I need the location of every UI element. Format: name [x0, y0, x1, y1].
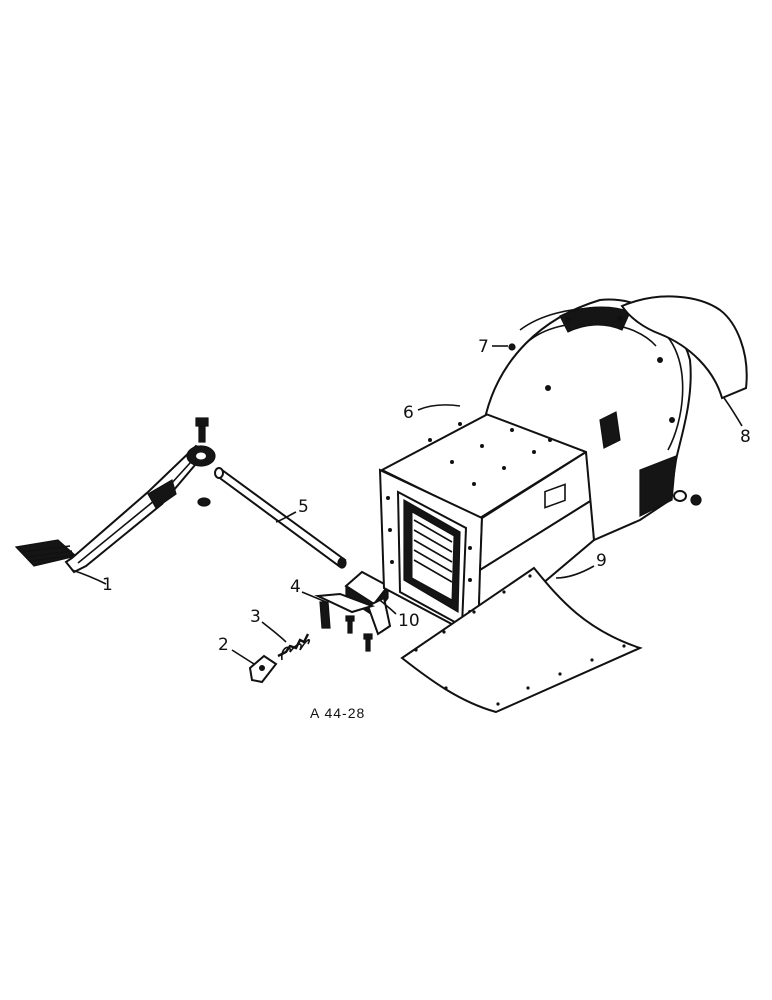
- hub-bolt: [195, 417, 209, 443]
- callout-2: 2: [218, 635, 229, 655]
- plate-holes: [414, 574, 626, 706]
- callout-4: 4: [290, 577, 301, 597]
- pedal-lever: [14, 417, 216, 574]
- bracket-bolt: [363, 633, 373, 652]
- bracket-bolt: [345, 615, 355, 634]
- bracket-plate: [314, 592, 376, 652]
- lever-arm: [64, 444, 208, 574]
- spring-anchor: [248, 654, 278, 684]
- figure-reference-code: A 44-28: [310, 705, 365, 721]
- callout-10: 10: [398, 611, 420, 631]
- lever-screw: [197, 497, 211, 507]
- callout-7: 7: [478, 337, 489, 357]
- callout-8: 8: [740, 427, 751, 447]
- callout-1: 1: [102, 575, 113, 595]
- screw-7: [508, 343, 516, 351]
- callout-3: 3: [250, 607, 261, 627]
- callout-6: 6: [403, 403, 414, 423]
- callout-9: 9: [596, 551, 607, 571]
- return-spring: [277, 633, 311, 661]
- shaft-rod: [214, 467, 347, 569]
- callout-5: 5: [298, 497, 309, 517]
- drain-plugs: [673, 490, 702, 506]
- floor-plate: [400, 566, 643, 714]
- cover-plate: [620, 295, 748, 400]
- callout-labels: 1 2 3 4 5 6 7 8 9 10: [102, 337, 751, 655]
- leader-lines: [71, 345, 743, 665]
